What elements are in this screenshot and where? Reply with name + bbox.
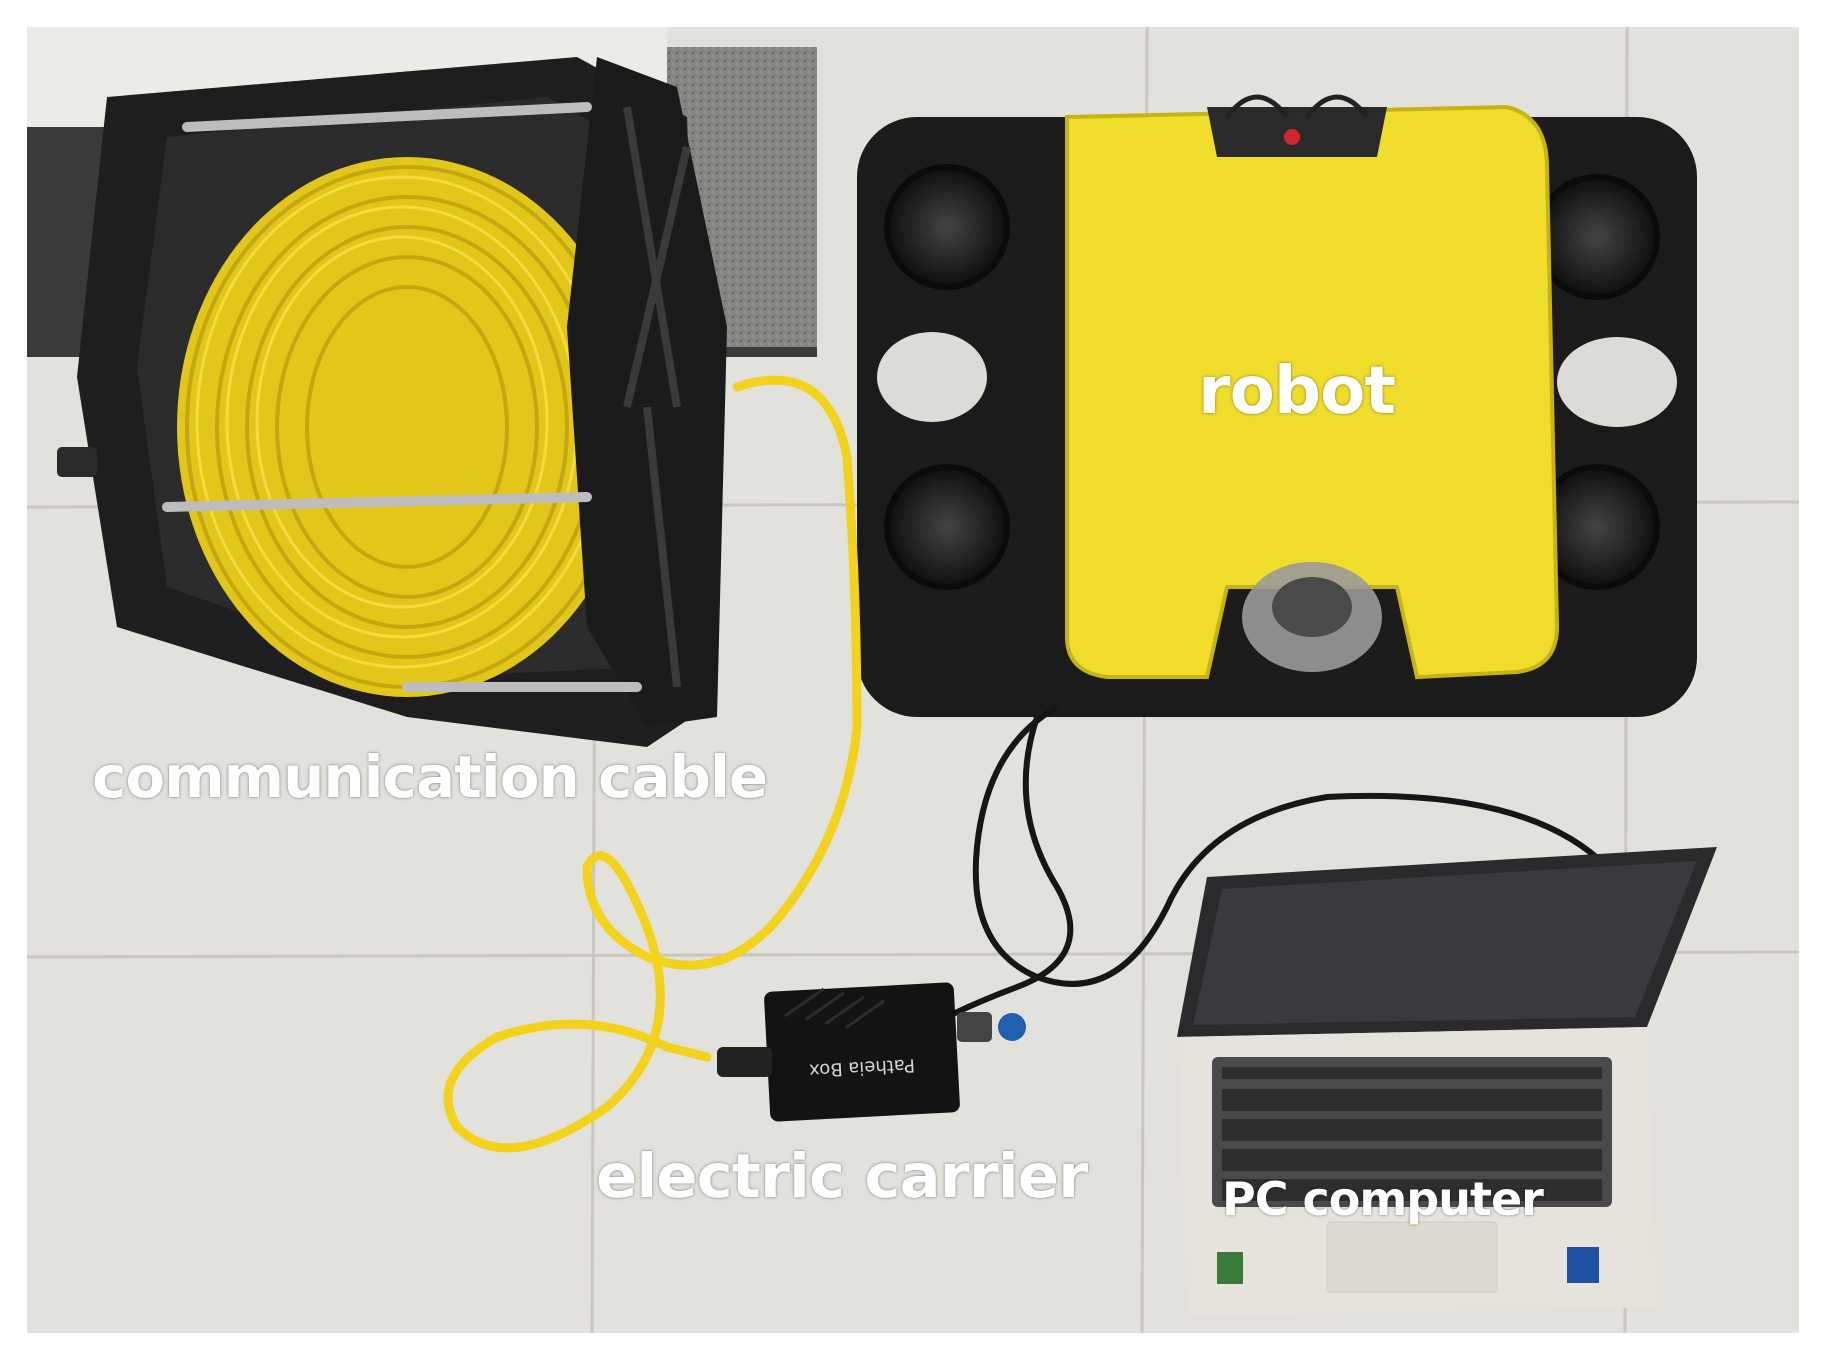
- cable-coil: [177, 157, 637, 697]
- electric-carrier-box: Patheia Box: [717, 982, 1026, 1122]
- robot-hull: [1065, 104, 1560, 680]
- laptop: [1177, 847, 1717, 1317]
- label-electric-carrier: electric carrier: [596, 1141, 1088, 1212]
- thruster-icon: [1534, 174, 1660, 300]
- thruster-icon: [884, 164, 1010, 290]
- label-communication-cable: communication cable: [92, 743, 768, 811]
- thruster-icon: [884, 464, 1010, 590]
- robot: [857, 94, 1697, 717]
- cable-reel: [57, 57, 727, 747]
- photo-scene: Patheia Box: [27, 27, 1799, 1333]
- label-robot: robot: [1198, 352, 1396, 429]
- reel-hub: [567, 57, 727, 727]
- photo: Patheia Box: [27, 27, 1799, 1333]
- label-pc-computer: PC computer: [1222, 1172, 1544, 1226]
- yellow-tether: [443, 375, 862, 1153]
